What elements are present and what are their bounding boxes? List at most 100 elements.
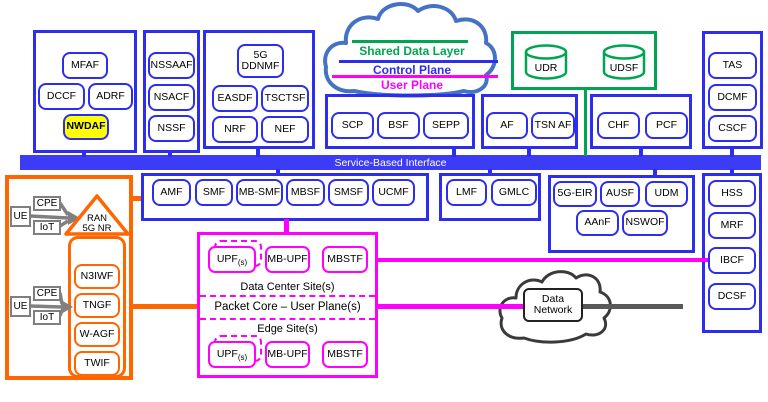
nf-box-mrf: MRF [708, 212, 756, 239]
nf-box-smsf: SMSF [328, 179, 369, 206]
connector [452, 147, 456, 157]
data-network-label: Data Network [523, 288, 583, 322]
packet-core-user-plane-label: Packet Core – User Plane(s) [214, 301, 361, 313]
nf-box-adrf: ADRF [88, 83, 133, 110]
nf-box-scp: SCP [331, 112, 374, 139]
access-connector-amf [133, 196, 141, 201]
nf-box-mb-upf-edge: MB-UPF [265, 341, 310, 368]
nf-box-dccf: DCCF [38, 83, 85, 110]
control-plane-line [339, 60, 498, 63]
group-ims-right [702, 173, 762, 333]
nf-box-easdf: EASDF [212, 85, 258, 112]
ue-box: UE [10, 296, 31, 317]
cpe-box: CPE [33, 286, 61, 301]
connector [168, 151, 172, 157]
nf-box-nssf: NSSF [148, 115, 195, 142]
nf-box-tngf: TNGF [74, 293, 120, 318]
ran-triangle-icon [64, 194, 130, 236]
nf-box-lmf: LMF [446, 179, 487, 206]
connector [256, 147, 260, 157]
nf-box-dcmf: DCMF [708, 84, 757, 111]
nf-box-chf: CHF [597, 112, 640, 139]
nf-box-mbsf: MBSF [286, 179, 325, 206]
nf-box-n3iwf: N3IWF [74, 264, 120, 289]
nf-box-af: AF [486, 112, 528, 139]
nf-box-gmlc: GMLC [491, 179, 537, 206]
connector [730, 147, 734, 157]
iot-box: IoT [33, 220, 61, 235]
legend-cloud-icon [323, 2, 497, 98]
group-auth [548, 175, 695, 253]
nf-box-dcsf: DCSF [708, 283, 756, 310]
nf-box-5g-eir: 5G-EIR [553, 181, 597, 207]
user-plane-connector-dn [378, 304, 525, 309]
nf-box-nrf: NRF [212, 116, 258, 143]
cpe-box: CPE [33, 196, 61, 211]
nf-box-mb-upf-dc: MB-UPF [265, 246, 310, 273]
nf-box-mb-smf: MB-SMF [236, 179, 283, 206]
nf-label-udsf: UDSF [609, 62, 639, 74]
nf-box-smf: SMF [195, 179, 233, 206]
user-plane-connector [284, 219, 289, 233]
data-network-link [583, 304, 683, 309]
service-based-interface-bar: Service-Based Interface [20, 155, 761, 170]
data-center-sites-label: Data Center Site(s) [240, 281, 335, 293]
user-plane-line [332, 75, 498, 78]
udr-database-icon [524, 44, 568, 80]
nf-box-mbstf-dc: MBSTF [322, 246, 368, 273]
nf-box-w-agf: W-AGF [74, 322, 120, 347]
group-access-network [5, 175, 133, 380]
iot-box: IoT [33, 310, 61, 325]
nf-box-nsacf: NSACF [148, 84, 195, 111]
connector [276, 169, 280, 175]
nf-box-udm: UDM [645, 181, 688, 207]
edge-sites-label: Edge Site(s) [257, 323, 318, 335]
legend-user-plane: User Plane [380, 78, 444, 92]
connector [527, 147, 531, 157]
dashed-divider [200, 318, 375, 320]
arrow-icon [68, 211, 80, 225]
shared-data-layer-line [352, 40, 468, 43]
shared-data-connector [584, 88, 587, 156]
nf-box-tsn-af: TSN AF [531, 112, 575, 139]
nf-box-mbstf-edge: MBSTF [322, 341, 368, 368]
ue-box: UE [10, 206, 31, 227]
nf-box-nssaaf: NSSAAF [148, 52, 195, 79]
nf-box-tsctsf: TSCTSF [261, 85, 309, 112]
nf-box-upf-dc: UPF(s) [208, 246, 256, 273]
udsf-database-icon [602, 44, 646, 80]
nf-box-nef: NEF [261, 116, 309, 143]
dashed-divider [200, 295, 375, 297]
nf-box-nswof: NSWOF [622, 210, 668, 236]
connector [82, 151, 86, 157]
connector [730, 169, 734, 175]
legend-shared-data-layer: Shared Data Layer [359, 44, 465, 58]
nf-box-sepp: SEPP [423, 112, 469, 139]
arrow-icon [61, 300, 73, 314]
nf-box-pcf: PCF [645, 112, 688, 139]
connector [488, 169, 492, 175]
nf-box-hss: HSS [708, 180, 756, 207]
group-scp [325, 94, 475, 149]
ran-5g-nr-label: RAN 5G NR [82, 213, 112, 234]
nf-box-ibcf: IBCF [708, 247, 756, 274]
nf-box-tas: TAS [708, 52, 757, 79]
nf-box-mfaf: MFAF [62, 52, 108, 79]
user-plane-connector-ibcf [378, 258, 708, 262]
nf-box-upf-edge: UPF(s) [208, 341, 256, 368]
nf-box-amf: AMF [152, 179, 191, 206]
nf-box-twif: TWIF [74, 351, 120, 376]
connector [653, 169, 657, 175]
nf-label-udr: UDR [534, 62, 558, 74]
nf-box-ausf: AUSF [600, 181, 640, 207]
nf-box-nwdaf: NWDAF [63, 114, 109, 140]
nf-box-bsf: BSF [377, 112, 420, 139]
nf-box-aanf: AAnF [576, 210, 619, 236]
access-connector-core [133, 304, 197, 309]
group-location [439, 173, 541, 221]
nf-box-5g-ddnmf: 5G DDNMF [237, 44, 284, 78]
connector [639, 147, 643, 157]
nf-box-cscf: CSCF [708, 115, 757, 142]
nf-box-ucmf: UCMF [372, 179, 415, 206]
